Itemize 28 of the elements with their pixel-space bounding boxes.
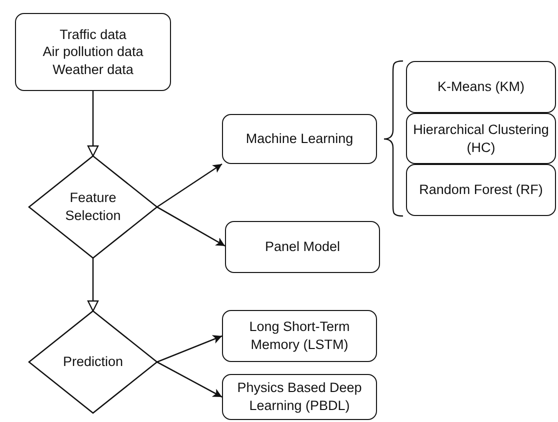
arrow <box>156 335 222 363</box>
process-box <box>222 310 377 362</box>
node-label: Physics Based Deep Learning (PBDL) <box>236 379 363 415</box>
decision-diamond <box>29 311 157 413</box>
arrow <box>156 206 226 247</box>
arrow <box>87 91 99 157</box>
arrow <box>156 163 222 208</box>
node-label: Panel Model <box>264 238 340 256</box>
node-label: Machine Learning <box>246 130 354 148</box>
node-label: Weather data <box>52 60 134 78</box>
process-box <box>225 221 380 273</box>
process-box <box>15 13 171 91</box>
node-label: Air pollution data <box>42 43 144 61</box>
node-label: Hierarchical Clustering (HC) <box>412 120 550 156</box>
process-box <box>406 61 556 113</box>
process-box <box>406 113 556 164</box>
process-box <box>222 374 377 420</box>
node-label: Traffic data <box>60 26 126 44</box>
arrow <box>87 258 99 312</box>
node-label: K-Means (KM) <box>437 78 524 96</box>
arrow <box>156 361 222 398</box>
node-label: Random Forest (RF) <box>419 181 543 199</box>
node-label: Feature Selection <box>64 189 122 225</box>
process-box <box>222 114 377 164</box>
process-box <box>406 164 556 216</box>
node-label: Prediction <box>62 353 124 371</box>
decision-diamond <box>29 156 157 258</box>
node-label: Long Short-Term Memory (LSTM) <box>248 318 351 354</box>
